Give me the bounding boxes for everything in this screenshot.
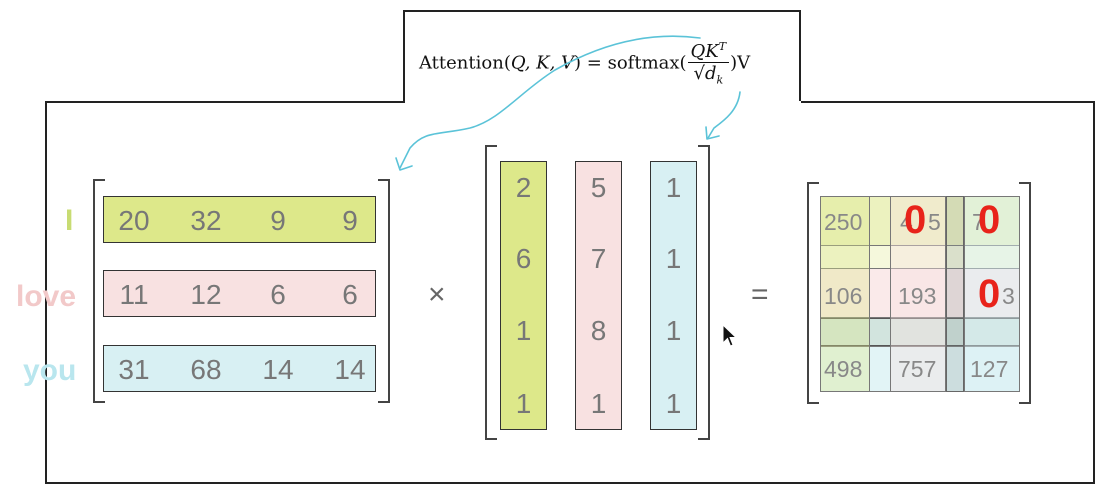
formula-fraction: QKT√dk <box>687 40 730 87</box>
row-label-love: love <box>16 280 77 313</box>
matrix-a-cell: 31 <box>118 354 150 385</box>
matrix-a-cell: 20 <box>118 205 150 236</box>
matrix-a-cell: 6 <box>342 279 358 310</box>
formula-denominator: √d <box>693 63 717 84</box>
result-cell: 7 <box>972 209 985 235</box>
formula-denominator-sub: k <box>716 73 724 87</box>
matrix-a-row-i: 20 32 9 9 <box>103 196 376 243</box>
matrix-a-cell: 14 <box>334 354 366 385</box>
mouse-pointer-icon <box>722 324 738 347</box>
zero-mark: 0 <box>904 198 927 242</box>
matrix-b-cell: 1 <box>515 315 532 346</box>
matrix-b-cell: 1 <box>590 388 607 419</box>
result-col-overlay-2 <box>890 196 946 392</box>
result-col-overlay-3 <box>964 196 1020 392</box>
result-cell: 4 <box>900 209 913 235</box>
formula-lhs: Attention( <box>419 52 511 74</box>
matrix-b-col-1: 2 6 1 1 <box>500 161 547 430</box>
matrix-b-cell: 1 <box>665 315 682 346</box>
matrix-b-cell: 2 <box>515 172 532 203</box>
matrix-a-cell: 6 <box>270 279 286 310</box>
matrix-b-cell: 1 <box>665 388 682 419</box>
arrow-to-matrix-b-head <box>705 126 720 140</box>
result-cell: 5 <box>928 209 941 235</box>
multiply-operator: × <box>428 278 446 311</box>
board-top-edge-left <box>45 101 405 103</box>
matrix-b-left-bracket <box>485 145 497 440</box>
matrix-b-cell: 8 <box>590 315 607 346</box>
matrix-a-cell: 9 <box>342 205 358 236</box>
matrix-a-cell: 9 <box>270 205 286 236</box>
row-label-you: you <box>23 354 77 387</box>
matrix-b-cell: 5 <box>590 172 607 203</box>
board-top-edge-right <box>801 101 1095 103</box>
result-row-overlay-i-lower <box>820 246 1020 268</box>
result-right-bracket <box>1019 182 1031 404</box>
formula-numerator-sup: T <box>718 40 727 53</box>
matrix-b-col-2: 5 7 8 1 <box>575 161 622 430</box>
result-cell: 127 <box>970 356 1009 382</box>
row-label-i: I <box>65 204 74 237</box>
arrow-to-matrix-a <box>399 35 701 169</box>
matrix-b-cell: 1 <box>665 172 682 203</box>
matrix-a-row-love: 11 12 6 6 <box>103 270 376 317</box>
matrix-a-right-bracket <box>378 179 390 403</box>
matrix-b-cell: 6 <box>515 243 532 274</box>
matrix-a-row-you: 31 68 14 14 <box>103 345 376 392</box>
result-cell: 193 <box>898 283 937 309</box>
result-cell: 757 <box>898 356 937 382</box>
result-cell: 250 <box>824 209 863 235</box>
matrix-a-cell: 32 <box>190 205 222 236</box>
matrix-a-left-bracket <box>93 179 105 403</box>
result-left-bracket <box>807 182 819 404</box>
result-cell: 498 <box>824 356 863 382</box>
matrix-b-right-bracket <box>698 145 710 440</box>
matrix-b-col-3: 1 1 1 1 <box>650 161 697 430</box>
result-row-overlay-band <box>820 318 1020 346</box>
zero-mark: 0 <box>978 198 1001 242</box>
formula-rhs: )V <box>730 52 751 74</box>
matrix-b-cell: 1 <box>665 243 682 274</box>
matrix-b-cell: 7 <box>590 243 607 274</box>
matrix-a-cell: 12 <box>190 279 222 310</box>
arrow-to-matrix-b <box>707 91 741 139</box>
equals-operator: = <box>751 278 769 311</box>
matrix-a-cell: 68 <box>190 354 222 385</box>
arrow-to-matrix-a-head <box>395 157 413 171</box>
formula-box: Attention(Q, K, V) = softmax(QKT√dk)V <box>403 10 801 104</box>
result-col-overlay-divider <box>946 196 964 392</box>
zero-mark: 0 <box>978 272 1001 316</box>
formula-numerator: QK <box>690 41 719 62</box>
formula-mid: ) = softmax( <box>574 52 687 74</box>
result-cell: 106 <box>824 283 863 309</box>
matrix-a-cell: 11 <box>119 279 149 310</box>
result-col-overlay-1 <box>820 196 870 392</box>
matrix-a-cell: 14 <box>262 354 294 385</box>
matrix-b-cell: 1 <box>515 388 532 419</box>
attention-formula: Attention(Q, K, V) = softmax(QKT√dk)V <box>419 40 750 87</box>
result-cell: 3 <box>1002 283 1015 309</box>
